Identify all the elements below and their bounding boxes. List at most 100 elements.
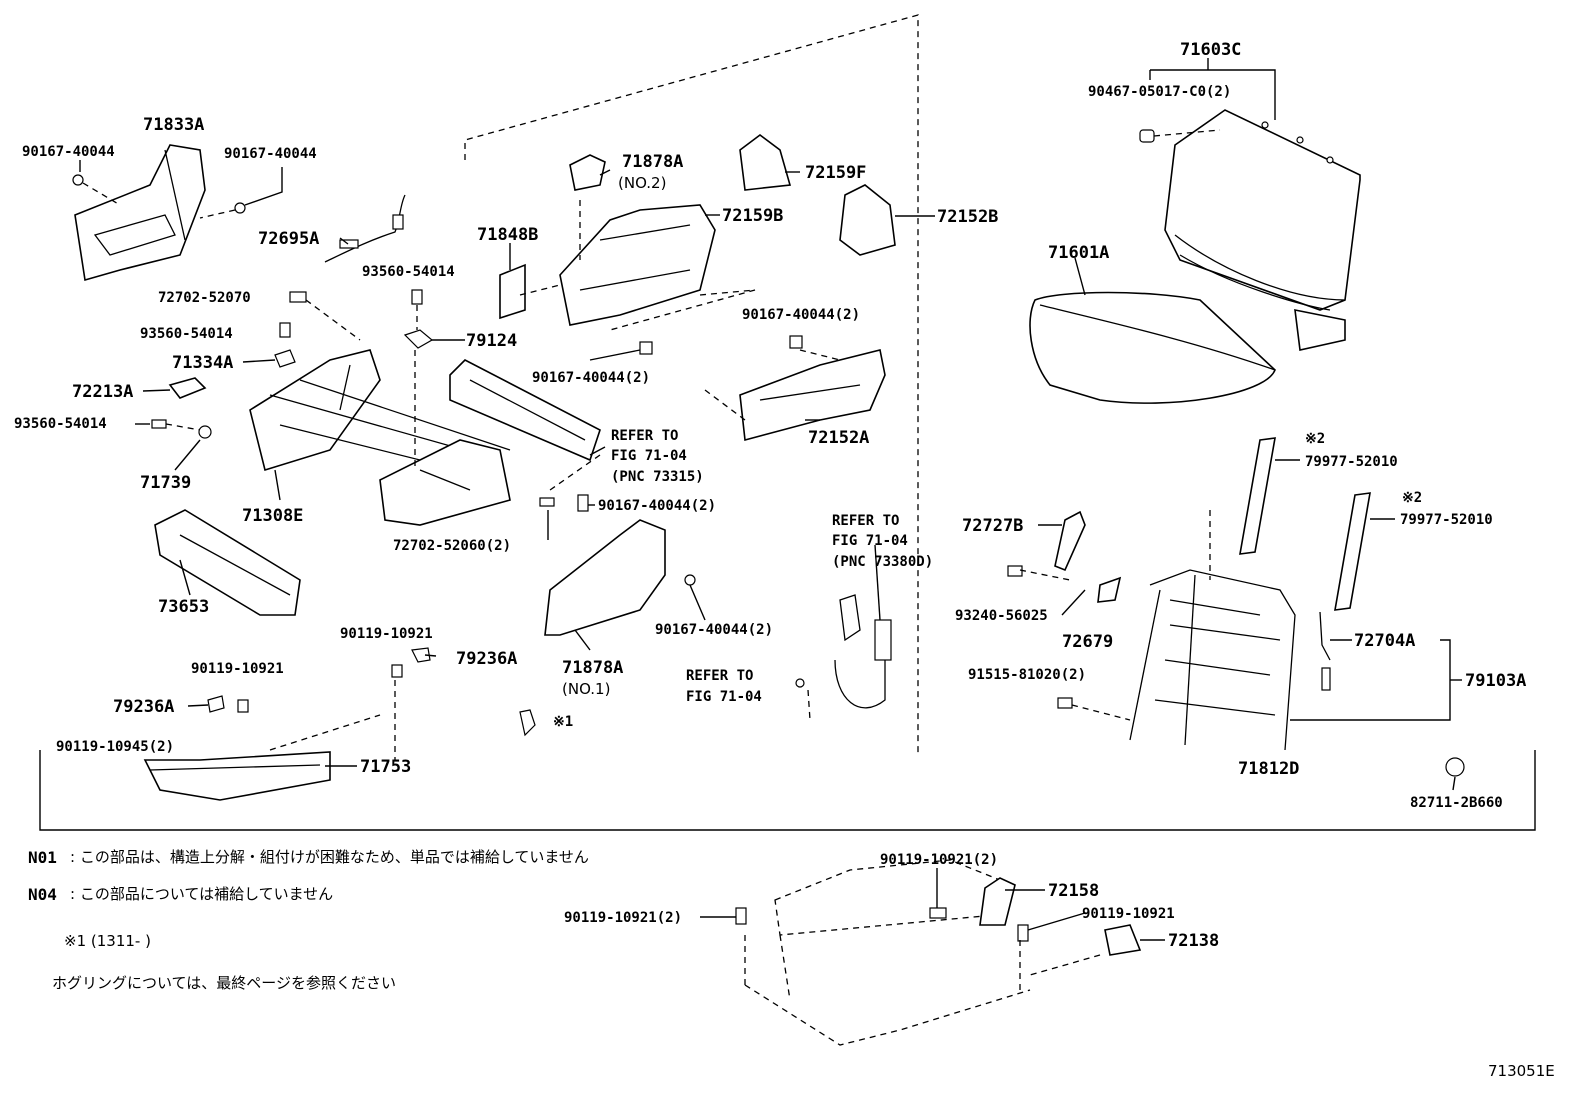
label-mark2-b: ※2 [1402,490,1422,506]
label-71848B: 71848B [477,225,538,245]
label-refer3-l1: REFER TO [686,668,753,684]
clip-mark1 [519,709,536,737]
label-90167-b: 90167-40044 [224,146,317,162]
label-90167-2b: 90167-40044(2) [532,370,650,386]
seat-back-cushion [1164,109,1361,351]
bracket-72159F [739,134,792,191]
label-71812D: 71812D [1238,759,1299,779]
bracket-72158 [979,877,1016,926]
knob-72213A [168,377,207,399]
label-72159B: 72159B [722,206,783,226]
clip-79236A-b [207,695,249,713]
leader-lines [79,58,1462,941]
label-93560-a: 93560-54014 [362,264,455,280]
seat-frame-71308E [249,349,511,526]
label-90167-2d: 90167-40044(2) [655,622,773,638]
bolt-91515 [1057,697,1073,709]
strip-79977-b [1334,492,1371,611]
label-72158: 72158 [1048,881,1099,901]
label-refer2-l3: (PNC 73380D) [832,554,933,570]
label-90119-c: 90119-10921 [1082,906,1175,922]
label-90119-b: 90119-10921 [191,661,284,677]
label-93560-c: 93560-54014 [14,416,107,432]
bracket-71848B [499,263,526,320]
label-71878A-no1: 71878A [562,658,623,678]
label-71739: 71739 [140,473,191,493]
label-72702-52060: 72702-52060(2) [393,538,511,554]
label-no1: (NO.1) [562,680,610,698]
rail-cover [449,359,601,462]
label-72213A: 72213A [72,382,133,402]
cap-71878A-no2 [569,154,606,191]
screw-93240 [1007,565,1023,577]
bracket-72138 [1104,924,1142,956]
note-n04-text: : この部品については補給していません [70,885,333,903]
label-72695A: 72695A [258,229,319,249]
label-82711: 82711-2B660 [1410,795,1503,811]
clip-90467 [1139,129,1221,143]
notes: N01 : この部品は、構造上分解・組付けが困難なため、単品では補給していません… [28,848,589,992]
label-90167-a: 90167-40044 [22,144,115,160]
label-71308E: 71308E [242,506,303,526]
panel-72159B [559,204,716,326]
label-71601A: 71601A [1048,243,1109,263]
label-72679: 72679 [1062,632,1113,652]
label-71878A-no2: 71878A [622,152,683,172]
cover-73653 [154,509,301,616]
bracket-72152B [839,184,896,256]
clip-79236A-a [391,647,431,678]
shield-71878A-no1 [544,519,696,636]
bolt-90119-2a [735,907,747,925]
nut-93560-b [279,322,291,338]
cable-72704A [1319,611,1331,691]
label-79977-b: 79977-52010 [1400,512,1493,528]
figure-id: 713051E [1488,1062,1555,1080]
belt-buckle [795,594,892,709]
label-79977-a: 79977-52010 [1305,454,1398,470]
label-79124: 79124 [466,331,517,351]
screw-93560-c [151,419,201,431]
label-90467: 90467-05017-C0(2) [1088,84,1231,100]
cable-72695A [324,194,406,263]
label-mark2-a: ※2 [1305,431,1325,447]
note-n04-code: N04 [28,885,57,904]
label-71334A: 71334A [172,353,233,373]
label-91515: 91515-81020(2) [968,667,1086,683]
label-refer1-l1: REFER TO [611,428,678,444]
clip-79124 [403,329,434,349]
label-refer2-l2: FIG 71-04 [832,533,908,549]
label-90119-2b: 90119-10921(2) [564,910,682,926]
label-73653: 73653 [158,597,209,617]
label-72152A: 72152A [808,428,869,448]
label-90167-2a: 90167-40044(2) [742,307,860,323]
bolt-72702-52070 [289,291,361,341]
label-72727B: 72727B [962,516,1023,536]
part-labels: 71603C 90467-05017-C0(2) 71833A 90167-40… [14,40,1526,951]
label-72159F: 72159F [805,163,866,183]
strip-79977-a [1239,437,1276,555]
recliner-cover-71833A [72,144,246,282]
label-refer1-l2: FIG 71-04 [611,448,687,464]
cover-72152A [739,349,886,442]
label-71603C: 71603C [1180,40,1241,60]
note-hog-ring: ホグリングについては、最終ページを参照ください [52,974,396,992]
label-72152B: 72152B [937,207,998,227]
label-71833A: 71833A [143,115,204,135]
screw-90167-2a [789,335,803,349]
seat-cushion [1029,291,1276,404]
label-72702-52070: 72702-52070 [158,290,251,306]
screw-90167-2b [589,341,653,361]
label-93560-b: 93560-54014 [140,326,233,342]
dashed-guides [269,200,1211,990]
hook-72679 [1097,576,1122,603]
label-79236A-a: 79236A [456,649,517,669]
bolt-90119-c [1017,924,1029,942]
label-72138: 72138 [1168,931,1219,951]
seatback-frame-71812D [1129,569,1296,751]
lever-72727B [1054,510,1086,572]
label-refer3-l2: FIG 71-04 [686,689,762,705]
label-90119-10945: 90119-10945(2) [56,739,174,755]
bolt-90119-2b [929,907,947,919]
label-mark1: ※1 [553,714,573,730]
